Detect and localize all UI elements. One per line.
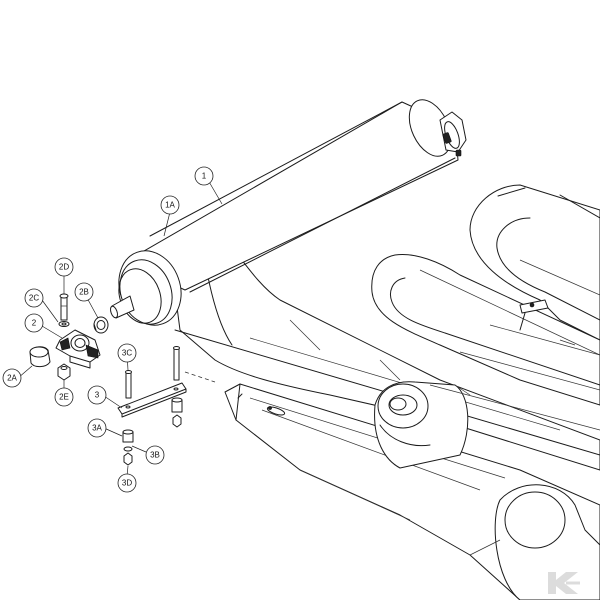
bearing-block <box>55 329 101 369</box>
bearing-cap-2A <box>29 346 51 368</box>
svg-text:2B: 2B <box>79 288 89 297</box>
svg-text:2C: 2C <box>29 294 39 303</box>
belt-loop-right <box>469 184 600 341</box>
corner-wheel <box>469 484 600 600</box>
svg-text:1: 1 <box>202 172 207 181</box>
callout-3B: 3B <box>145 445 165 465</box>
svg-text:2E: 2E <box>59 393 69 402</box>
mounting-plate <box>117 382 187 418</box>
svg-text:2D: 2D <box>59 263 69 272</box>
roller-tube <box>110 99 459 326</box>
svg-text:3A: 3A <box>92 424 102 433</box>
assembly-alignment-line <box>184 371 216 383</box>
callout-2A: 2A <box>2 368 22 388</box>
svg-text:2: 2 <box>32 319 37 328</box>
svg-text:3D: 3D <box>122 479 132 488</box>
bolt-3C-right <box>173 346 180 381</box>
callout-3D: 3D <box>117 473 137 493</box>
callout-2C: 2C <box>24 288 44 308</box>
bolt-2D <box>59 293 69 321</box>
washer-2C <box>58 321 70 327</box>
svg-text:3C: 3C <box>122 349 132 358</box>
brand-logo-watermark <box>548 572 580 594</box>
lower-drum <box>374 381 471 469</box>
callout-3: 3 <box>87 385 107 405</box>
washer-3B <box>123 446 133 452</box>
callout-3A: 3A <box>87 418 107 438</box>
frame-bracket <box>429 299 600 431</box>
spacer-3A-right <box>171 397 183 413</box>
nut-3D <box>123 452 133 466</box>
callout-3C: 3C <box>117 343 137 363</box>
callout-1: 1 <box>194 166 214 186</box>
collar-2B <box>93 316 109 334</box>
svg-text:3B: 3B <box>150 451 160 460</box>
callout-2B: 2B <box>74 282 94 302</box>
bolt-3C <box>125 370 132 399</box>
belt-loop-middle <box>371 253 600 406</box>
nut-3D-right <box>172 414 182 428</box>
spacer-3A <box>122 429 134 443</box>
callout-2: 2 <box>24 313 44 333</box>
svg-text:1A: 1A <box>165 201 175 210</box>
svg-text:2A: 2A <box>7 374 17 383</box>
callout-1A: 1A <box>160 195 180 215</box>
callout-2E: 2E <box>54 387 74 407</box>
roller-end-clamp <box>439 111 467 157</box>
nut-2E <box>57 363 71 381</box>
callout-2D: 2D <box>54 257 74 277</box>
svg-text:3: 3 <box>95 391 100 400</box>
